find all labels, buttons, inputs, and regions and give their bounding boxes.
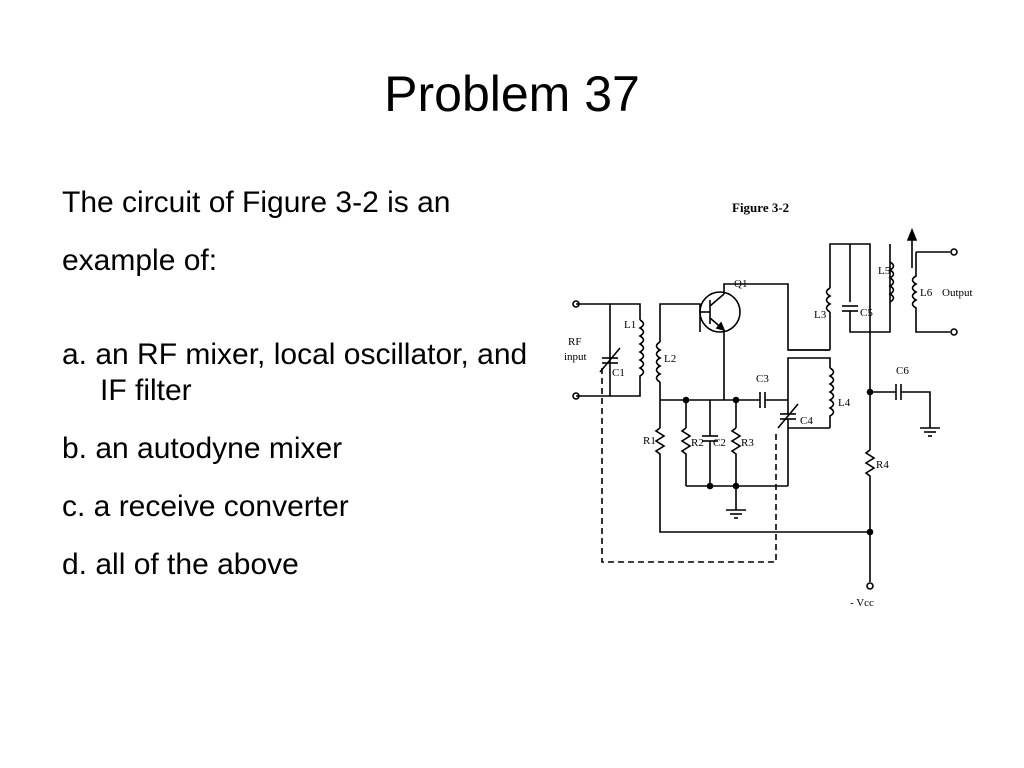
slide-title: Problem 37 [384, 66, 640, 122]
circuit-figure: Figure 3-2 RF input L1 C1 L2 Q1 [560, 192, 990, 622]
question-line-1: The circuit of Figure 3-2 is an [62, 186, 451, 219]
c2-label: C2 [713, 437, 726, 449]
r3-label: R3 [741, 437, 754, 449]
question-line-2: example of: [62, 244, 218, 277]
r4-label: R4 [876, 459, 889, 471]
l3-label: L3 [814, 309, 827, 321]
c6-label: C6 [896, 365, 909, 377]
c5-label: C5 [860, 307, 873, 319]
option-d: d. all of the above [62, 548, 299, 581]
option-a: a. an RF mixer, local oscillator, and IF… [62, 338, 528, 407]
c3-label: C3 [756, 373, 769, 385]
c1-label: C1 [612, 367, 625, 379]
vcc-label: - Vcc [850, 597, 874, 609]
c4-label: C4 [800, 415, 813, 427]
figure-caption: Figure 3-2 [732, 200, 789, 215]
output-label: Output [942, 287, 973, 299]
question-block: The circuit of Figure 3-2 is an example … [62, 185, 542, 605]
l4-label: L4 [838, 397, 851, 409]
l6-label: L6 [920, 287, 933, 299]
l5-label: L5 [878, 265, 891, 277]
l2-label: L2 [664, 353, 676, 365]
r2-label: R2 [691, 437, 704, 449]
circuit-diagram: Figure 3-2 RF input L1 C1 L2 Q1 [564, 200, 973, 609]
option-b: b. an autodyne mixer [62, 432, 343, 465]
r1-label: R1 [643, 435, 656, 447]
rf-label: RF [568, 336, 581, 348]
l1-label: L1 [624, 319, 636, 331]
rf-input-label: input [564, 351, 587, 363]
option-c: c. a receive converter [62, 490, 349, 523]
